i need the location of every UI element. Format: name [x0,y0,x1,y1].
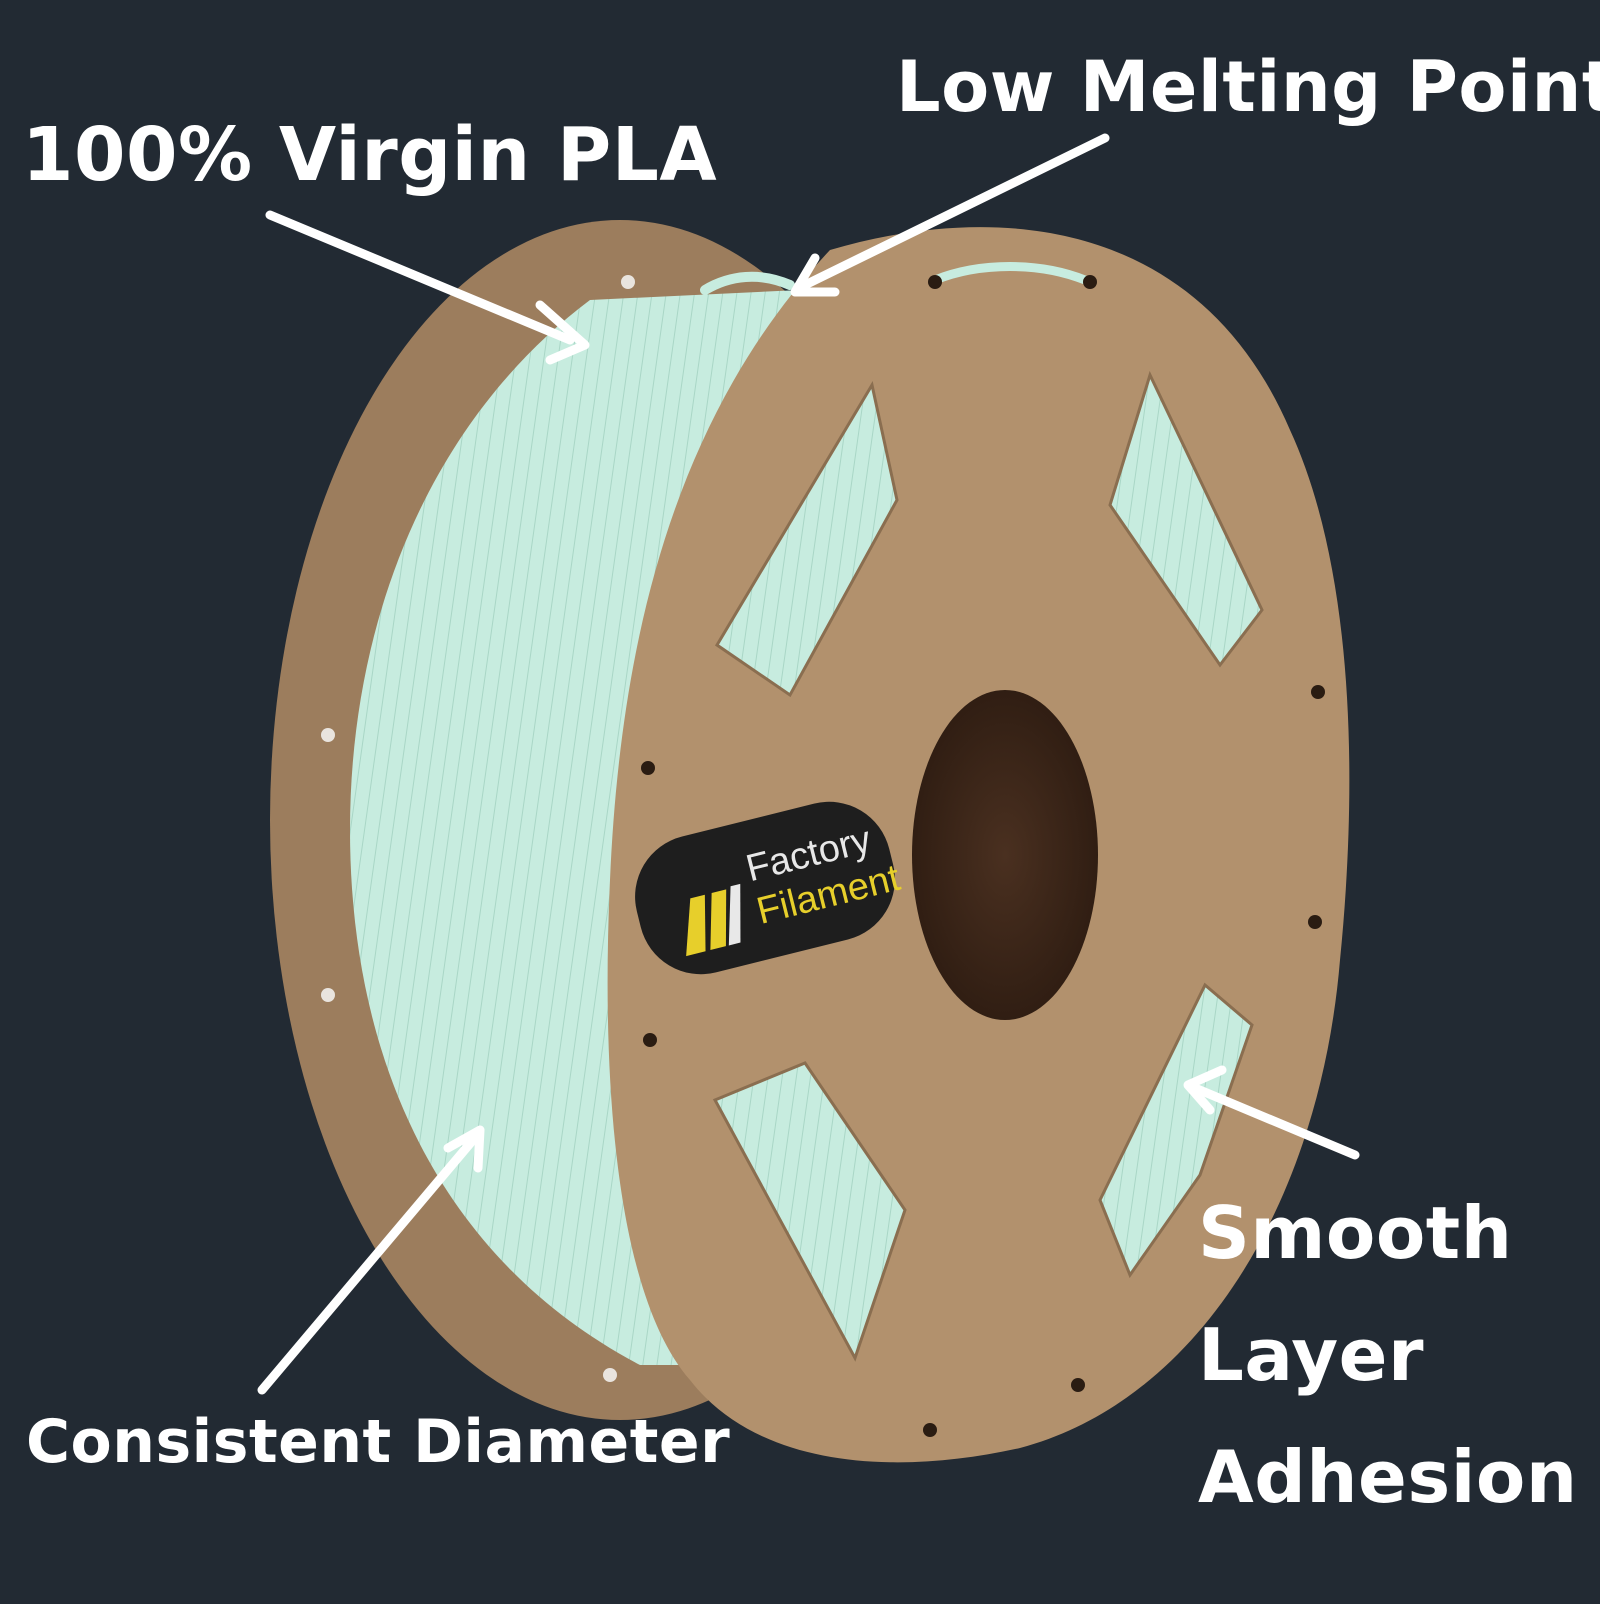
arrow-virgin-pla [265,210,590,365]
spool-hub-hole [912,690,1098,1020]
back-flange-rivets [321,275,635,1382]
arrow-low-melting-point [790,133,1110,297]
callout-consistent-diameter: Consistent Diameter [26,1407,731,1477]
callout-arrows [257,133,1360,1395]
callout-virgin-pla: 100% Virgin PLA [22,112,718,198]
factory-filament-logo-icon [686,883,741,957]
filament-strand [700,271,795,295]
brand-label: Factory Filament [635,801,905,975]
front-flange-rivets [641,685,1325,1437]
flange-window-bottom-left [712,1061,907,1362]
arrow-smooth-layer-adhesion [1183,1065,1360,1160]
flange-window-bottom-right [1098,982,1254,1279]
callout-low-melting-point: Low Melting Point [896,46,1600,128]
arrow-consistent-diameter [257,1125,485,1395]
front-flange-slot [930,262,1090,285]
flange-window-top-right [1108,370,1264,668]
callout-smooth-layer-adhesion: Smooth Layer Adhesion [1198,1191,1578,1519]
flange-window-top-left [714,380,899,698]
